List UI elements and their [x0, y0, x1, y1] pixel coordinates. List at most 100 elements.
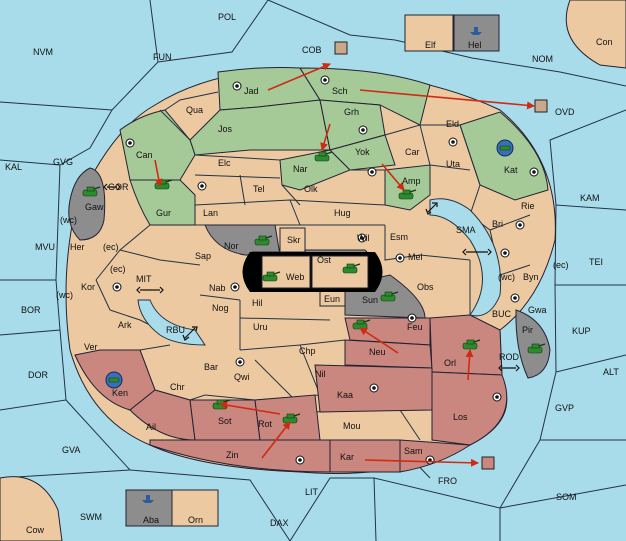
label-nom: NOM	[532, 54, 553, 64]
supply-center	[230, 282, 240, 292]
label-gvg: GVG	[53, 157, 73, 167]
supply-center	[369, 383, 379, 393]
label-ail: Ail	[146, 422, 156, 432]
label-neu: Neu	[369, 347, 386, 357]
label-cob: COB	[302, 45, 322, 55]
label-kor: Kor	[81, 282, 95, 292]
supply-center	[515, 220, 525, 230]
army-unit	[314, 151, 333, 162]
fleet-unit	[496, 139, 514, 157]
label-sam: Sam	[404, 446, 423, 456]
label-grh: Grh	[344, 107, 359, 117]
label-chp: Chp	[299, 346, 316, 356]
region-orn[interactable]	[171, 489, 219, 527]
label-bor: BOR	[21, 305, 41, 315]
region-elf[interactable]	[404, 14, 454, 52]
label-chr: Chr	[170, 382, 185, 392]
marker-ovd[interactable]	[534, 99, 548, 113]
army-unit	[462, 339, 481, 350]
region-amp[interactable]	[384, 164, 431, 211]
label-nvm: NVM	[33, 47, 53, 57]
region-gaw[interactable]	[68, 167, 106, 241]
label-ark: Ark	[118, 320, 132, 330]
label-nil: Nil	[315, 369, 326, 379]
supply-center	[529, 167, 539, 177]
order-arrows	[154, 63, 535, 467]
label-uta: Uta	[446, 159, 460, 169]
label-eld: Eld	[446, 119, 459, 129]
label-ost: Ost	[317, 255, 332, 265]
label-buc: BUC	[492, 309, 512, 319]
army-unit	[398, 189, 417, 200]
label-kaa: Kaa	[337, 390, 353, 400]
supply-center	[448, 137, 458, 147]
label-kup: KUP	[572, 326, 591, 336]
region-nar[interactable]	[279, 149, 351, 191]
label-byn: Byn	[523, 272, 539, 282]
supply-center	[510, 293, 520, 303]
label-her: Her	[70, 242, 85, 252]
label-nor: Nor	[224, 241, 239, 251]
label-mou: Mou	[343, 421, 361, 431]
label-dor: DOR	[28, 370, 49, 380]
army-unit	[527, 343, 546, 354]
label-feu: Feu	[407, 322, 423, 332]
marker-cob[interactable]	[334, 41, 348, 55]
supply-center	[112, 282, 122, 292]
label-web: Web	[286, 272, 304, 282]
connection-arrows	[103, 183, 520, 372]
label-gvp: GVP	[555, 403, 574, 413]
ship-icon	[470, 27, 482, 35]
label-ken: Ken	[112, 388, 128, 398]
label-aba: Aba	[143, 515, 159, 525]
supply-center	[358, 125, 368, 135]
label-gwa: Gwa	[528, 305, 547, 315]
label-uru: Uru	[253, 322, 268, 332]
label-dax: DAX	[270, 518, 289, 528]
label-nar: Nar	[293, 164, 308, 174]
label-ec3: (ec)	[553, 260, 569, 270]
region-zin[interactable]	[149, 439, 331, 473]
label-hug: Hug	[334, 208, 351, 218]
label-kal: KAL	[5, 162, 22, 172]
label-wc1: (wc)	[60, 215, 77, 225]
label-nog: Nog	[212, 303, 229, 313]
label-wil: Wil	[357, 233, 370, 243]
label-rot: Rot	[258, 419, 273, 429]
label-kam: KAM	[580, 193, 600, 203]
label-car: Car	[405, 147, 420, 157]
label-fun: FUN	[153, 52, 172, 62]
supply-center	[295, 455, 305, 465]
label-alt: ALT	[603, 367, 619, 377]
supply-center	[235, 357, 245, 367]
region-can[interactable]	[119, 109, 196, 181]
label-swm: SWM	[80, 512, 102, 522]
region-con[interactable]	[565, 0, 626, 69]
supply-center	[492, 392, 502, 402]
label-cow: Cow	[26, 525, 45, 535]
label-pir: Pir	[522, 325, 533, 335]
label-rod: ROD	[499, 352, 520, 362]
supply-center	[197, 181, 207, 191]
label-can: Can	[136, 150, 153, 160]
label-con: Con	[596, 37, 613, 47]
label-lit: LIT	[305, 487, 319, 497]
supply-centers	[112, 75, 539, 465]
region-yok[interactable]	[329, 134, 396, 171]
label-rie: Rie	[521, 201, 535, 211]
label-orl: Orl	[444, 358, 456, 368]
region-cow[interactable]	[0, 476, 63, 541]
label-mel: Mel	[408, 252, 423, 262]
label-skr: Skr	[287, 235, 301, 245]
region-neu[interactable]	[344, 339, 433, 369]
label-sap: Sap	[195, 251, 211, 261]
marker-fro[interactable]	[481, 456, 495, 470]
label-obs: Obs	[417, 282, 434, 292]
label-tei: TEI	[589, 257, 603, 267]
supply-center	[395, 253, 405, 263]
label-bar: Bar	[204, 362, 218, 372]
label-esm: Esm	[390, 232, 408, 242]
label-sch: Sch	[332, 86, 348, 96]
label-bri: Bri	[492, 219, 503, 229]
